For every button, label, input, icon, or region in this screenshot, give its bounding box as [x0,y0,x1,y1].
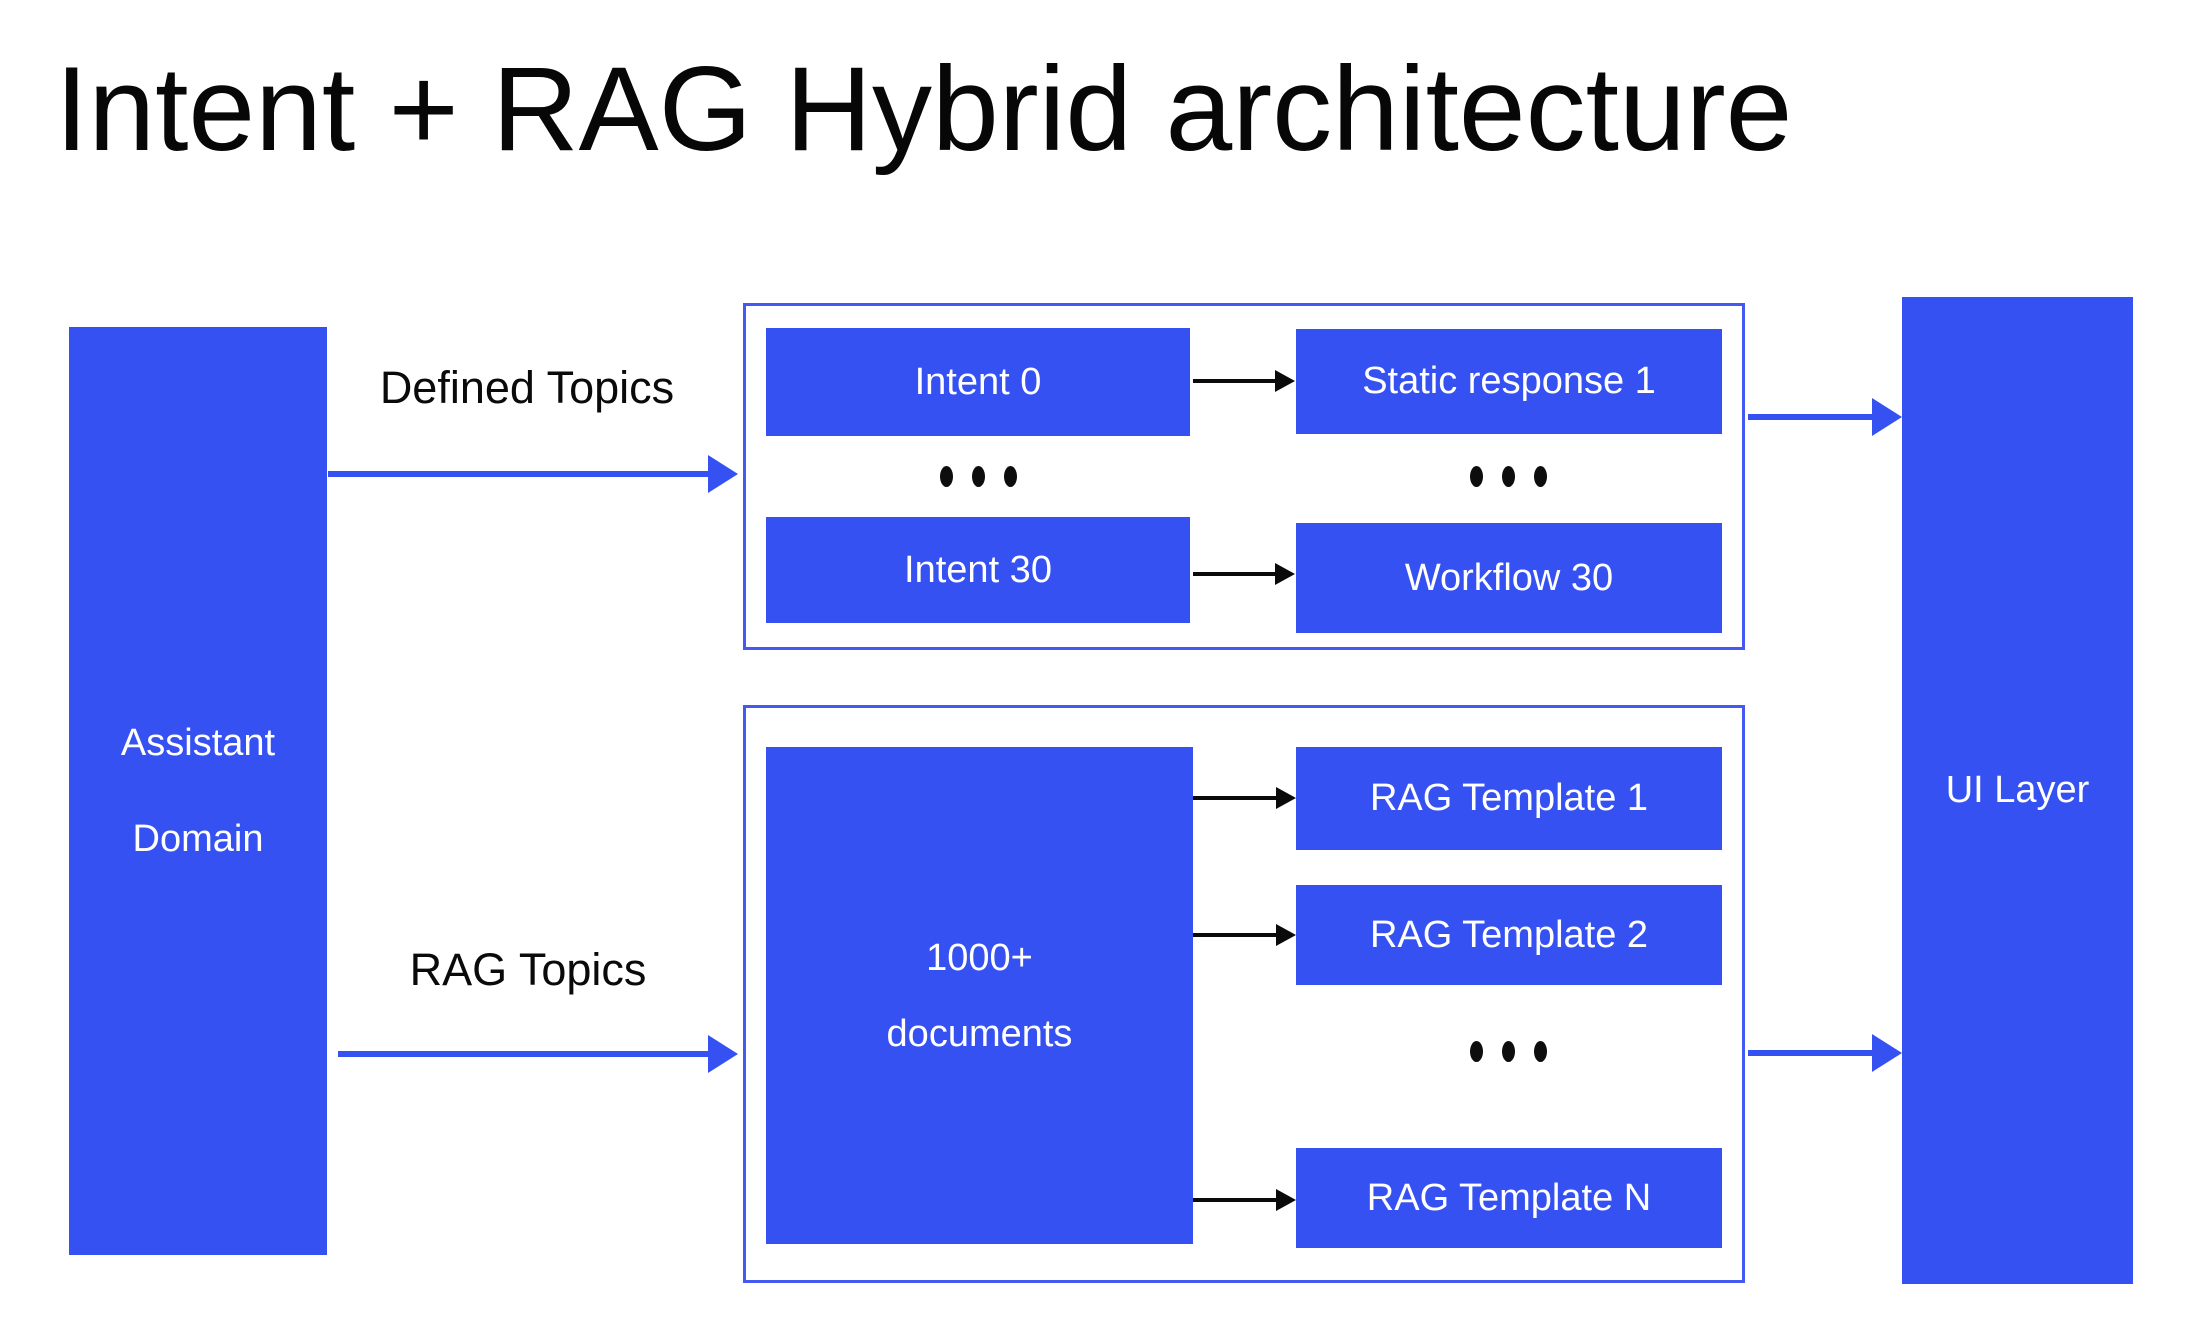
ellipsis-dots [940,466,1017,487]
dot [1534,1041,1547,1062]
arrow-head-icon [1275,370,1295,392]
intent-30-arrow [1193,562,1295,586]
documents-node: 1000+ documents [766,747,1193,1244]
dot [1502,1041,1515,1062]
static-response-1-node: Static response 1 [1296,329,1722,434]
intent-0-node: Intent 0 [766,328,1190,436]
intent-0-arrow [1193,369,1295,393]
documents-label-line2: documents [886,1012,1073,1055]
intent-30-node: Intent 30 [766,517,1190,623]
arrow-shaft [1193,796,1278,800]
arrow-head-icon [1276,924,1296,946]
arrow-shaft [1748,414,1876,420]
arrow-head-icon [1276,787,1296,809]
documents-label-line1: 1000+ [926,936,1033,979]
rag-template-2-node: RAG Template 2 [1296,885,1722,985]
arrow-head-icon [708,455,738,493]
dot [940,466,953,487]
dot [1502,466,1515,487]
dot [1534,466,1547,487]
arrow-head-icon [1276,1189,1296,1211]
assistant-domain-label-line2: Domain [132,818,264,860]
dot [1004,466,1017,487]
arrow-shaft [1193,933,1278,937]
page-title: Intent + RAG Hybrid architecture [55,42,1793,176]
arrow-head-icon [1872,1034,1902,1072]
intent-group-to-ui-arrow [1748,398,1902,436]
ellipsis-dots [1470,466,1547,487]
rag-template-1-node: RAG Template 1 [1296,747,1722,850]
rag-group-to-ui-arrow [1748,1034,1902,1072]
ui-layer-node: UI Layer [1902,297,2133,1284]
rag-template-n-arrow [1193,1188,1296,1212]
rag-template-2-arrow [1193,923,1296,947]
arrow-shaft [1193,1198,1278,1202]
arrow-shaft [328,471,712,477]
assistant-domain-label-line1: Assistant [120,722,276,764]
rag-template-n-node: RAG Template N [1296,1148,1722,1248]
rag-topics-arrow [338,1035,738,1073]
rag-topics-label: RAG Topics [409,944,647,995]
arrow-head-icon [1275,563,1295,585]
workflow-30-node: Workflow 30 [1296,523,1722,633]
arrow-shaft [1748,1050,1876,1056]
dot [972,466,985,487]
arrow-shaft [1193,379,1277,383]
arrow-shaft [338,1051,712,1057]
ellipsis-dots [1470,1041,1547,1062]
arrow-head-icon [708,1035,738,1073]
assistant-domain-node: Assistant Domain [69,327,327,1255]
intent-group-container [743,303,1745,650]
rag-template-1-arrow [1193,786,1296,810]
dot [1470,466,1483,487]
defined-topics-label: Defined Topics [379,362,675,413]
dot [1470,1041,1483,1062]
defined-topics-arrow [328,455,738,493]
arrow-head-icon [1872,398,1902,436]
arrow-shaft [1193,572,1277,576]
rag-group-container [743,705,1745,1283]
